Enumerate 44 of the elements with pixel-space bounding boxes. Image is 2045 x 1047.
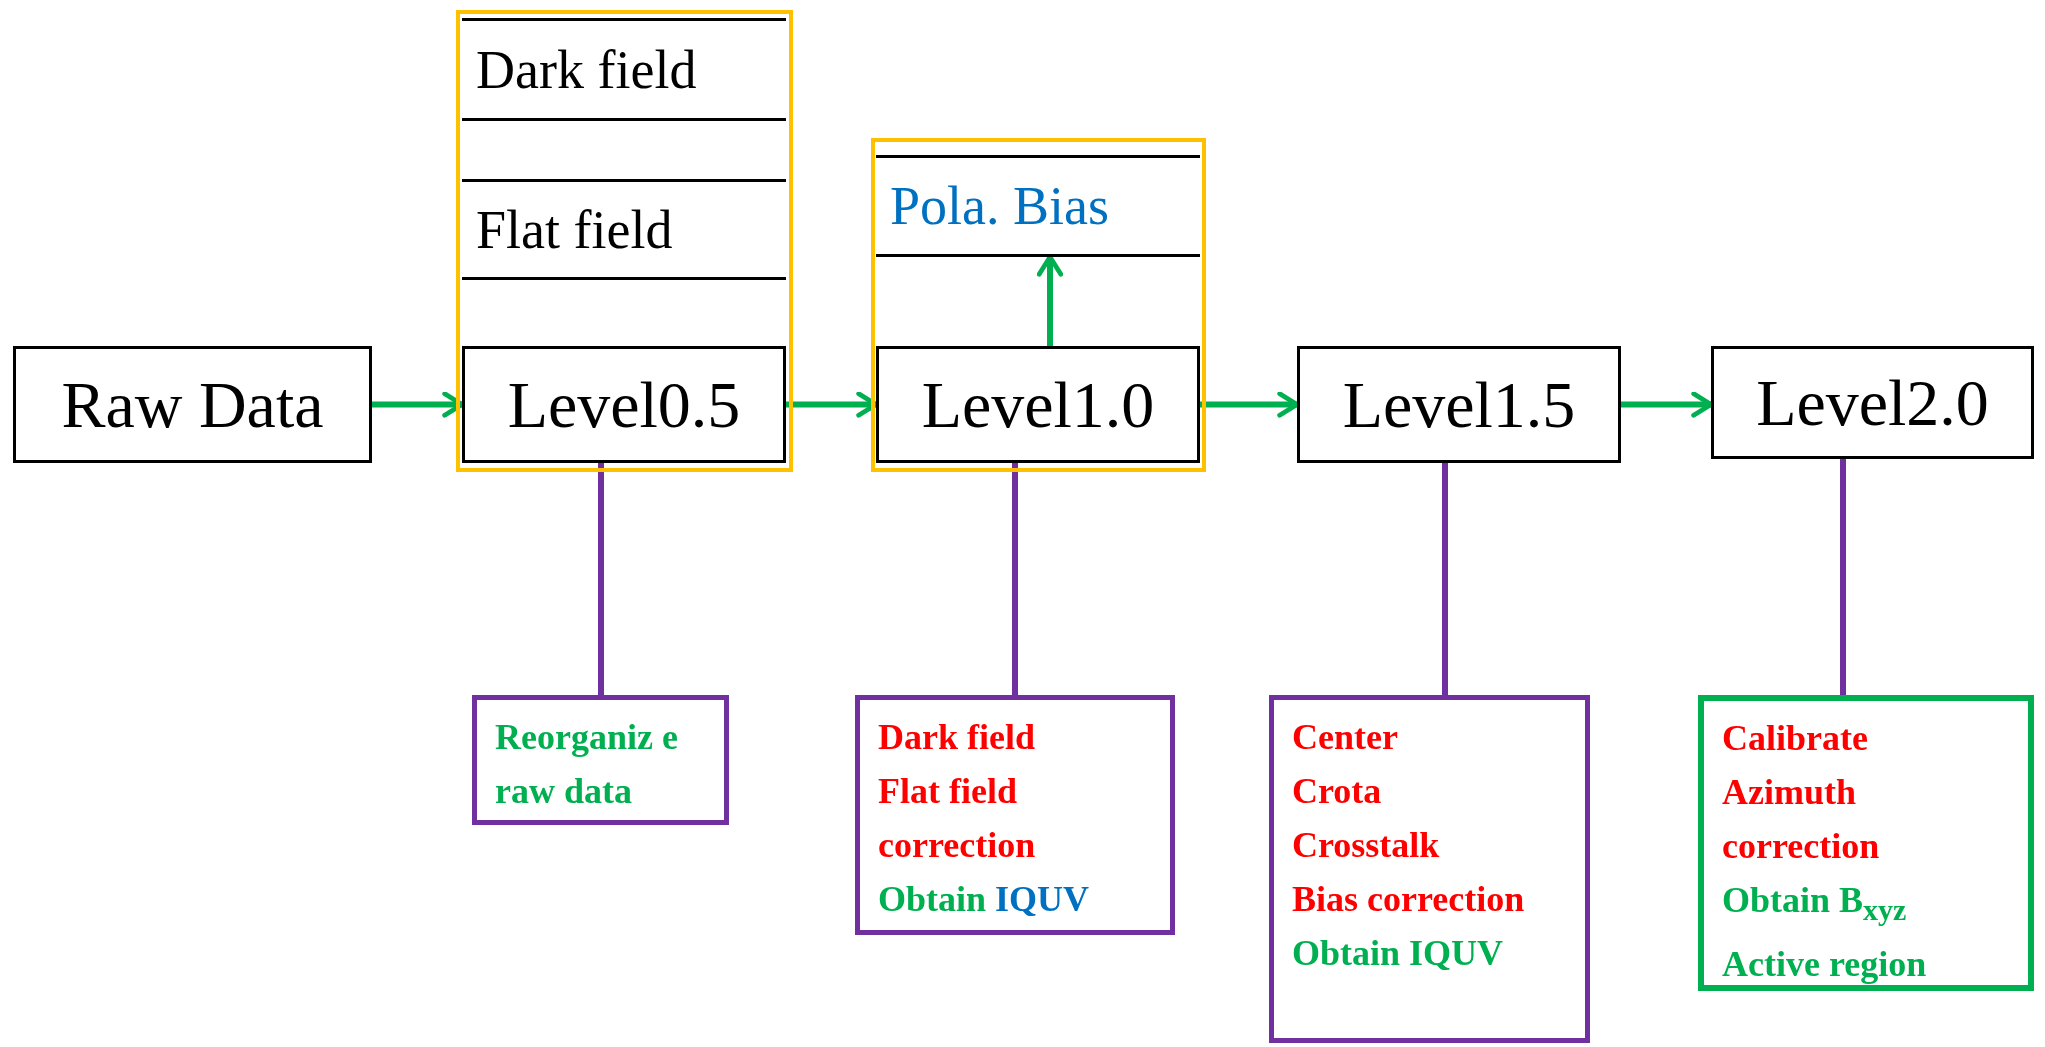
step-text: Crota (1292, 770, 1383, 813)
process-box (462, 346, 786, 463)
data-band (462, 179, 786, 280)
data-band (876, 155, 1200, 257)
arrow (1036, 254, 1064, 346)
connector-line (1012, 463, 1018, 695)
connector-line (598, 463, 604, 695)
step-text: Obtain IQUV (1292, 932, 1505, 975)
arrow (372, 391, 465, 418)
step-text: Dark field (878, 716, 1036, 759)
node-label: Flat field (476, 198, 673, 261)
step-text: Active region (1722, 943, 1928, 987)
connector-line (1840, 459, 1846, 695)
step-text: Crosstalk (1292, 824, 1441, 867)
node-label: Dark field (476, 38, 697, 101)
data-band (462, 18, 786, 121)
step-text: Obtain B$_{xyz}$ (1722, 879, 1908, 929)
node-label: Raw Data (61, 366, 324, 443)
step-text: Calibrate (1722, 717, 1869, 760)
note-box (1698, 695, 2034, 991)
node-label: Level0.5 (507, 366, 741, 443)
node-label: Level1.5 (1342, 366, 1576, 443)
group-frame (456, 10, 793, 472)
arrow (1200, 391, 1300, 418)
node-label: Pola. Bias (890, 175, 1109, 237)
note-box (1269, 695, 1590, 1043)
step-text: Bias correction (1292, 878, 1526, 921)
process-box (1711, 346, 2034, 459)
step-text: Center (1292, 716, 1399, 759)
step-text: Flat field correction (878, 770, 1037, 867)
arrow (786, 391, 879, 418)
arrow (1621, 391, 1714, 418)
node-label: Level2.0 (1756, 364, 1989, 441)
node-label: Level1.0 (921, 366, 1155, 443)
process-box (876, 346, 1200, 463)
group-frame (871, 138, 1206, 472)
step-text: Azimuth correction (1722, 771, 1881, 868)
step-text: Reorganiz e raw data (495, 716, 679, 813)
process-box (1297, 346, 1621, 463)
step-text: Obtain IQUV (878, 878, 1091, 921)
process-box (13, 346, 372, 463)
note-box (855, 695, 1175, 935)
connector-line (1442, 463, 1448, 695)
note-box (472, 695, 729, 825)
